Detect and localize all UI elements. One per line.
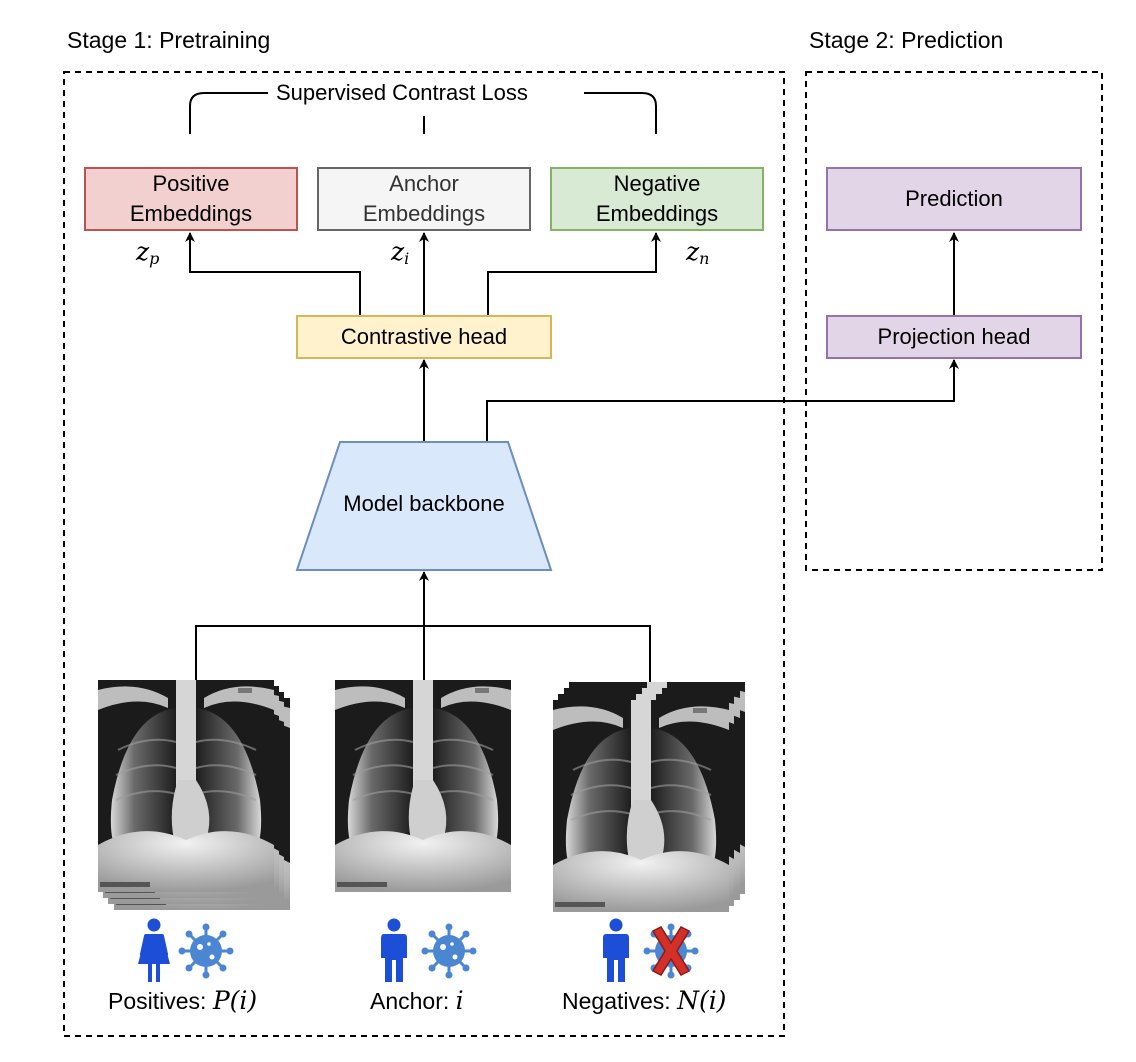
negative-xray-stack [552, 681, 746, 913]
projection-head-box: Projection head [826, 315, 1082, 359]
virus-icon [178, 923, 234, 979]
stage2-title: Stage 2: Prediction [809, 27, 1004, 53]
anchor-embeddings-line2: Embeddings [362, 201, 486, 226]
model-backbone-label: Model backbone [343, 491, 505, 516]
positive-embeddings-line1: Positive [152, 171, 230, 196]
negative-embeddings-box: Negative Embeddings [550, 167, 764, 231]
contrastive-head-label: Contrastive head [340, 324, 508, 349]
projection-head-label: Projection head [877, 324, 1031, 349]
positives-caption: Positives: P(i) [108, 986, 258, 1015]
virus-icon [421, 923, 477, 979]
anchor-embeddings-box: Anchor Embeddings [317, 167, 531, 231]
negatives-caption: Negatives: N(i) [562, 986, 727, 1015]
positive-xray-stack [97, 679, 291, 911]
prediction-label: Prediction [905, 186, 1003, 211]
negative-embeddings-line2: Embeddings [595, 201, 719, 226]
anchor-embeddings-line1: Anchor [389, 171, 459, 196]
prediction-box: Prediction [826, 167, 1082, 231]
virus-crossed-icon [643, 923, 699, 979]
male-person-icon [603, 918, 629, 982]
stage1-frame [63, 71, 785, 1037]
male-person-icon [381, 918, 407, 982]
contrastive-head-box: Contrastive head [296, 315, 552, 359]
model-backbone-shape [295, 441, 553, 571]
z-p-label: zp [136, 237, 160, 269]
cross-icon [651, 926, 691, 976]
z-i-label: zi [391, 237, 410, 269]
positive-embeddings-box: Positive Embeddings [84, 167, 298, 231]
stage2-frame [805, 71, 1103, 571]
anchor-xray [334, 679, 512, 893]
supervised-contrast-loss-label: Supervised Contrast Loss [272, 80, 532, 106]
female-person-icon [138, 918, 170, 982]
anchor-caption: Anchor: i [370, 986, 464, 1015]
negative-embeddings-line1: Negative [613, 171, 701, 196]
z-n-label: zn [686, 237, 710, 269]
positive-embeddings-line2: Embeddings [129, 201, 253, 226]
stage1-title: Stage 1: Pretraining [67, 27, 271, 53]
